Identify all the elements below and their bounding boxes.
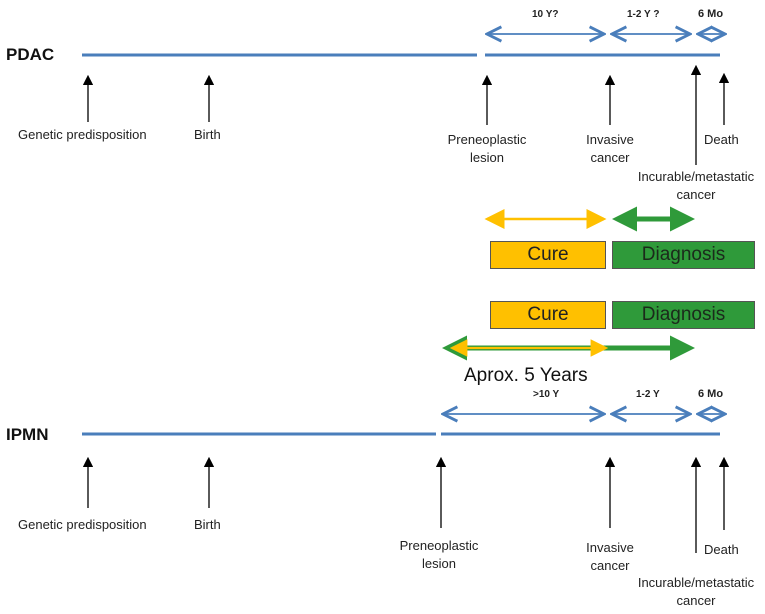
ipmn-label-incurable-line2: cancer: [676, 593, 716, 608]
pdac-label-incurable-line2: cancer: [676, 187, 716, 202]
cure-box-top: Cure: [490, 241, 606, 269]
ipmn-label-invasive: Invasive cancer: [570, 539, 650, 575]
pdac-label-incurable: Incurable/metastatic cancer: [626, 168, 765, 204]
pdac-duration-3: 6 Mo: [698, 8, 724, 20]
pdac-label-preneoplastic-line1: Preneoplastic: [447, 132, 527, 147]
ipmn-label-incurable: Incurable/metastatic cancer: [626, 574, 765, 610]
pdac-label-preneoplastic: Preneoplastic lesion: [432, 131, 542, 167]
ipmn-label-preneoplastic-line1: Preneoplastic: [399, 538, 479, 553]
diagnosis-box-top: Diagnosis: [612, 241, 755, 269]
ipmn-label-invasive-line1: Invasive: [586, 540, 634, 555]
pdac-event-arrows: [82, 64, 730, 165]
ipmn-label-genetic: Genetic predisposition: [18, 517, 147, 532]
approx-years-label: Aprox. 5 Years: [464, 365, 588, 386]
ipmn-label-death: Death: [704, 542, 739, 557]
pdac-label-invasive-line2: cancer: [590, 150, 630, 165]
ipmn-label-preneoplastic-line2: lesion: [422, 556, 456, 571]
pdac-title: PDAC: [6, 45, 55, 64]
diagnosis-box-bottom: Diagnosis: [612, 301, 755, 329]
pdac-duration-1: 10 Y?: [532, 9, 559, 20]
pdac-duration-2: 1-2 Y ?: [627, 9, 660, 20]
pdac-label-death: Death: [704, 132, 739, 147]
pdac-label-birth: Birth: [194, 127, 221, 142]
pdac-label-genetic: Genetic predisposition: [18, 127, 147, 142]
pdac-label-invasive-line1: Invasive: [586, 132, 634, 147]
ipmn-label-invasive-line2: cancer: [590, 558, 630, 573]
ipmn-duration-1: >10 Y: [533, 389, 560, 400]
ipmn-duration-2: 1-2 Y: [636, 389, 660, 400]
pdac-label-incurable-line1: Incurable/metastatic: [637, 169, 755, 184]
ipmn-label-birth: Birth: [194, 517, 221, 532]
ipmn-timeline: [82, 414, 725, 436]
pdac-timeline: [82, 34, 725, 57]
pdac-label-invasive: Invasive cancer: [570, 131, 650, 167]
ipmn-label-preneoplastic: Preneoplastic lesion: [384, 537, 494, 573]
ipmn-title: IPMN: [6, 425, 49, 444]
cure-box-bottom: Cure: [490, 301, 606, 329]
ipmn-duration-3: 6 Mo: [698, 388, 724, 400]
ipmn-event-arrows: [82, 456, 730, 553]
pdac-label-preneoplastic-line2: lesion: [470, 150, 504, 165]
ipmn-label-incurable-line1: Incurable/metastatic: [637, 575, 755, 590]
